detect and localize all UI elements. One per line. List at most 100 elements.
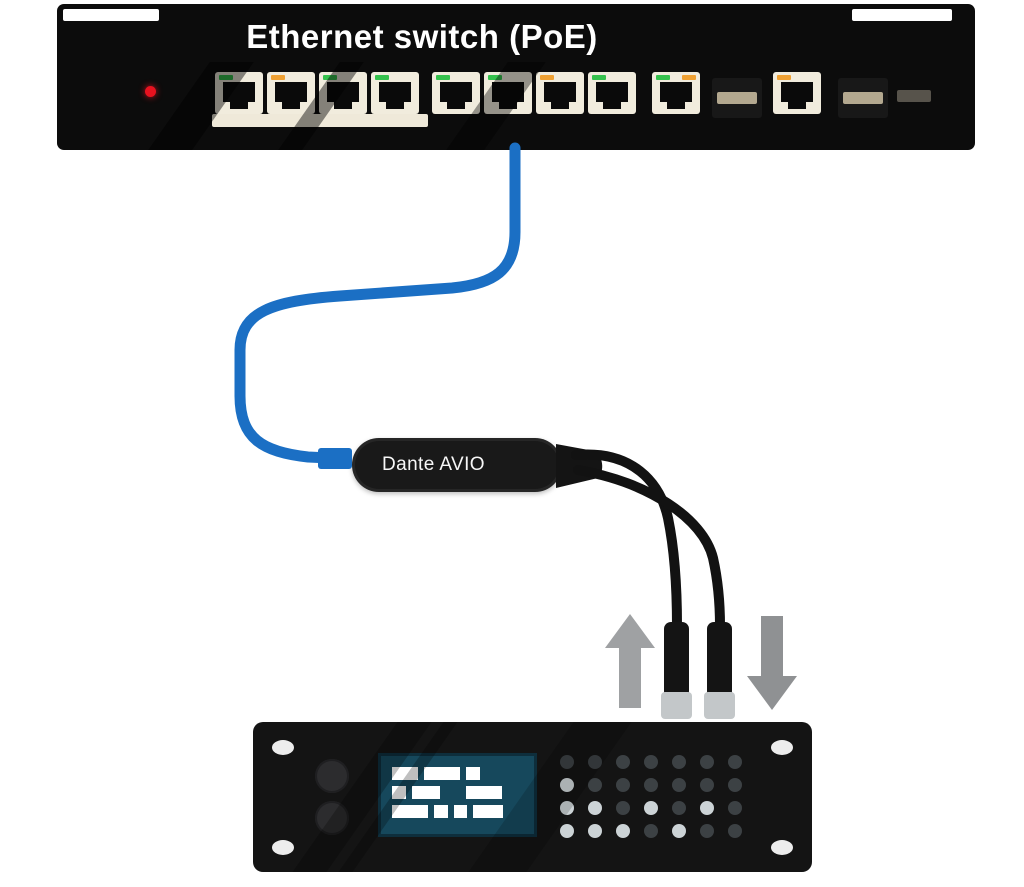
sfp-slot-cover: [717, 92, 757, 104]
indicator-dot: [644, 801, 658, 815]
port-led-green: [656, 75, 670, 80]
screw-hole: [272, 840, 294, 855]
device-button-grid: [560, 755, 742, 871]
rj45-port-9: [652, 72, 700, 114]
adapter-label: Dante AVIO: [382, 454, 485, 475]
rj45-port-2: [267, 72, 315, 114]
port-led-green: [219, 75, 233, 80]
rj45-port-4: [371, 72, 419, 114]
indicator-dot: [728, 801, 742, 815]
xlr-cable-1: [571, 449, 682, 631]
rj45-jack: [379, 82, 411, 109]
indicator-dot: [560, 801, 574, 815]
device-knob-1: [315, 759, 349, 793]
screen-block: [392, 805, 428, 818]
arrow-down-icon: [747, 616, 797, 710]
indicator-dot: [588, 755, 602, 769]
rack-marking-left: [63, 9, 159, 21]
rj45-jack: [492, 82, 524, 109]
indicator-dot: [700, 778, 714, 792]
screen-block: [392, 786, 406, 799]
screen-block: [466, 786, 502, 799]
arrow-up-icon: [605, 614, 655, 708]
screen-block: [392, 767, 418, 780]
blank-plate: [897, 90, 931, 102]
rack-marking-right: [852, 9, 952, 21]
rj45-port-1: [215, 72, 263, 114]
indicator-dot: [616, 778, 630, 792]
port-led-green: [436, 75, 450, 80]
xlr-collar: [704, 692, 735, 719]
screen-block: [434, 805, 448, 818]
indicator-dot: [560, 755, 574, 769]
screen-block: [473, 805, 503, 818]
rj45-jack: [440, 82, 472, 109]
ethernet-cable: [234, 142, 521, 464]
screw-hole: [272, 740, 294, 755]
indicator-dot: [700, 801, 714, 815]
port-led-green: [375, 75, 389, 80]
port-led-green: [488, 75, 502, 80]
rj45-port-7: [536, 72, 584, 114]
device-knob-2: [315, 801, 349, 835]
rj45-jack: [275, 82, 307, 109]
xlr-connector-2: [704, 622, 735, 719]
indicator-dot: [672, 824, 686, 838]
indicator-dot: [700, 755, 714, 769]
rj45-jack: [544, 82, 576, 109]
xlr-cable-2: [573, 465, 725, 631]
indicator-dot: [616, 755, 630, 769]
screw-hole: [771, 740, 793, 755]
rj45-jack: [223, 82, 255, 109]
xlr-collar: [661, 692, 692, 719]
cable-boot: [556, 444, 603, 488]
xlr-connector-1: [661, 622, 692, 719]
port-led-orange: [271, 75, 285, 80]
screw-hole: [771, 840, 793, 855]
power-led: [145, 86, 156, 97]
screen-block: [454, 805, 467, 818]
rj45-jack: [781, 82, 813, 109]
indicator-dot: [616, 801, 630, 815]
indicator-dot: [672, 801, 686, 815]
sfp-slot-1: [712, 78, 762, 118]
rj45-port-5: [432, 72, 480, 114]
indicator-dot: [644, 778, 658, 792]
sfp-slot-cover: [843, 92, 883, 104]
rj45-port-8: [588, 72, 636, 114]
rj45-port-3: [319, 72, 367, 114]
dante-avio-adapter: Dante AVIO: [352, 438, 562, 492]
indicator-dot: [728, 755, 742, 769]
indicator-dot: [728, 778, 742, 792]
ethernet-connector: [318, 448, 352, 469]
indicator-dot: [588, 824, 602, 838]
indicator-dot: [644, 824, 658, 838]
port-led-orange: [777, 75, 791, 80]
indicator-dot: [588, 801, 602, 815]
rj45-port-10: [773, 72, 821, 114]
port-led-orange: [682, 75, 696, 80]
indicator-dot: [644, 755, 658, 769]
rj45-jack: [327, 82, 359, 109]
indicator-dot: [672, 755, 686, 769]
rj45-port-6: [484, 72, 532, 114]
indicator-dot: [672, 778, 686, 792]
device-screen: [378, 753, 537, 837]
indicator-dot: [728, 824, 742, 838]
sfp-slot-2: [838, 78, 888, 118]
port-shelf: [212, 114, 428, 127]
switch-title: Ethernet switch (PoE): [246, 18, 598, 55]
port-led-green: [592, 75, 606, 80]
screen-block: [466, 767, 480, 780]
audio-device: [253, 722, 812, 872]
screen-block: [424, 767, 460, 780]
indicator-dot: [560, 778, 574, 792]
rj45-jack: [596, 82, 628, 109]
indicator-dot: [588, 778, 602, 792]
indicator-dot: [616, 824, 630, 838]
port-led-orange: [540, 75, 554, 80]
indicator-dot: [560, 824, 574, 838]
screen-block: [412, 786, 440, 799]
port-led-green: [323, 75, 337, 80]
